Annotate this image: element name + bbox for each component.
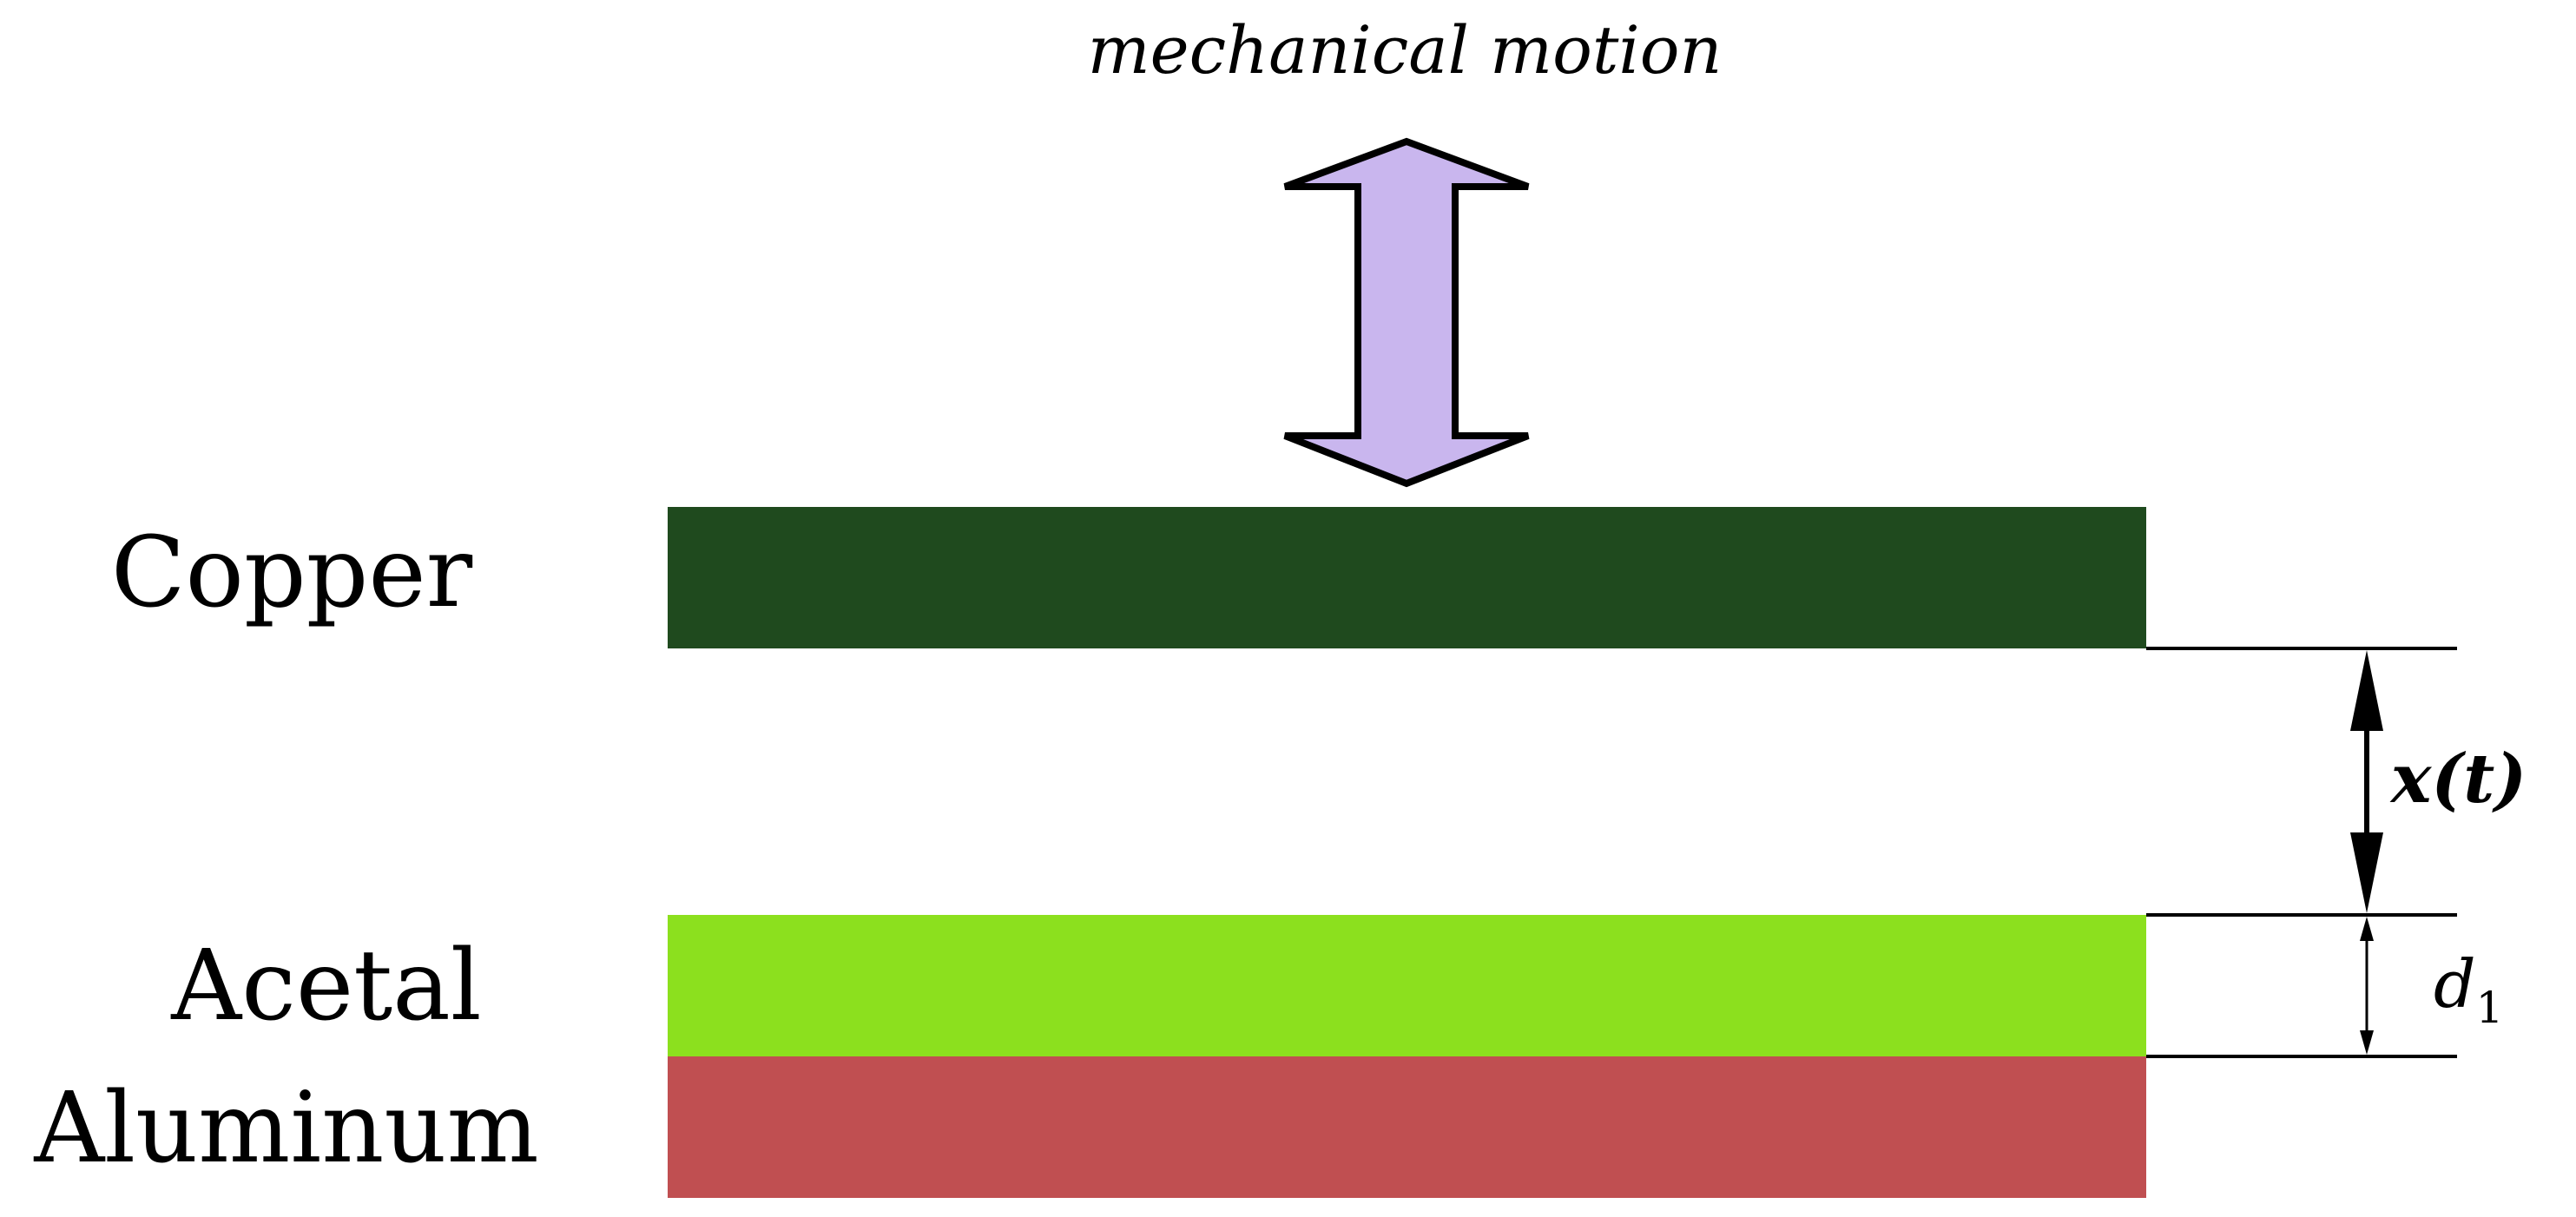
thickness-label-base: d — [2434, 945, 2476, 1023]
aluminum-layer — [668, 1056, 2146, 1198]
acetal-label: Acetal — [170, 930, 482, 1043]
thickness-dimension-arrow-icon — [2360, 917, 2374, 1055]
acetal-layer — [668, 915, 2146, 1056]
gap-dimension-arrow-icon — [2350, 650, 2383, 913]
gap-label: x(t) — [2389, 740, 2527, 819]
thickness-label: d1 — [2434, 945, 2503, 1033]
mechanical-motion-caption: mechanical motion — [1088, 11, 1723, 89]
copper-label: Copper — [111, 516, 473, 629]
copper-layer — [668, 507, 2146, 648]
mechanical-motion-arrow-icon — [1283, 137, 1530, 488]
thickness-label-subscript: 1 — [2476, 983, 2504, 1033]
aluminum-label: Aluminum — [33, 1072, 538, 1185]
